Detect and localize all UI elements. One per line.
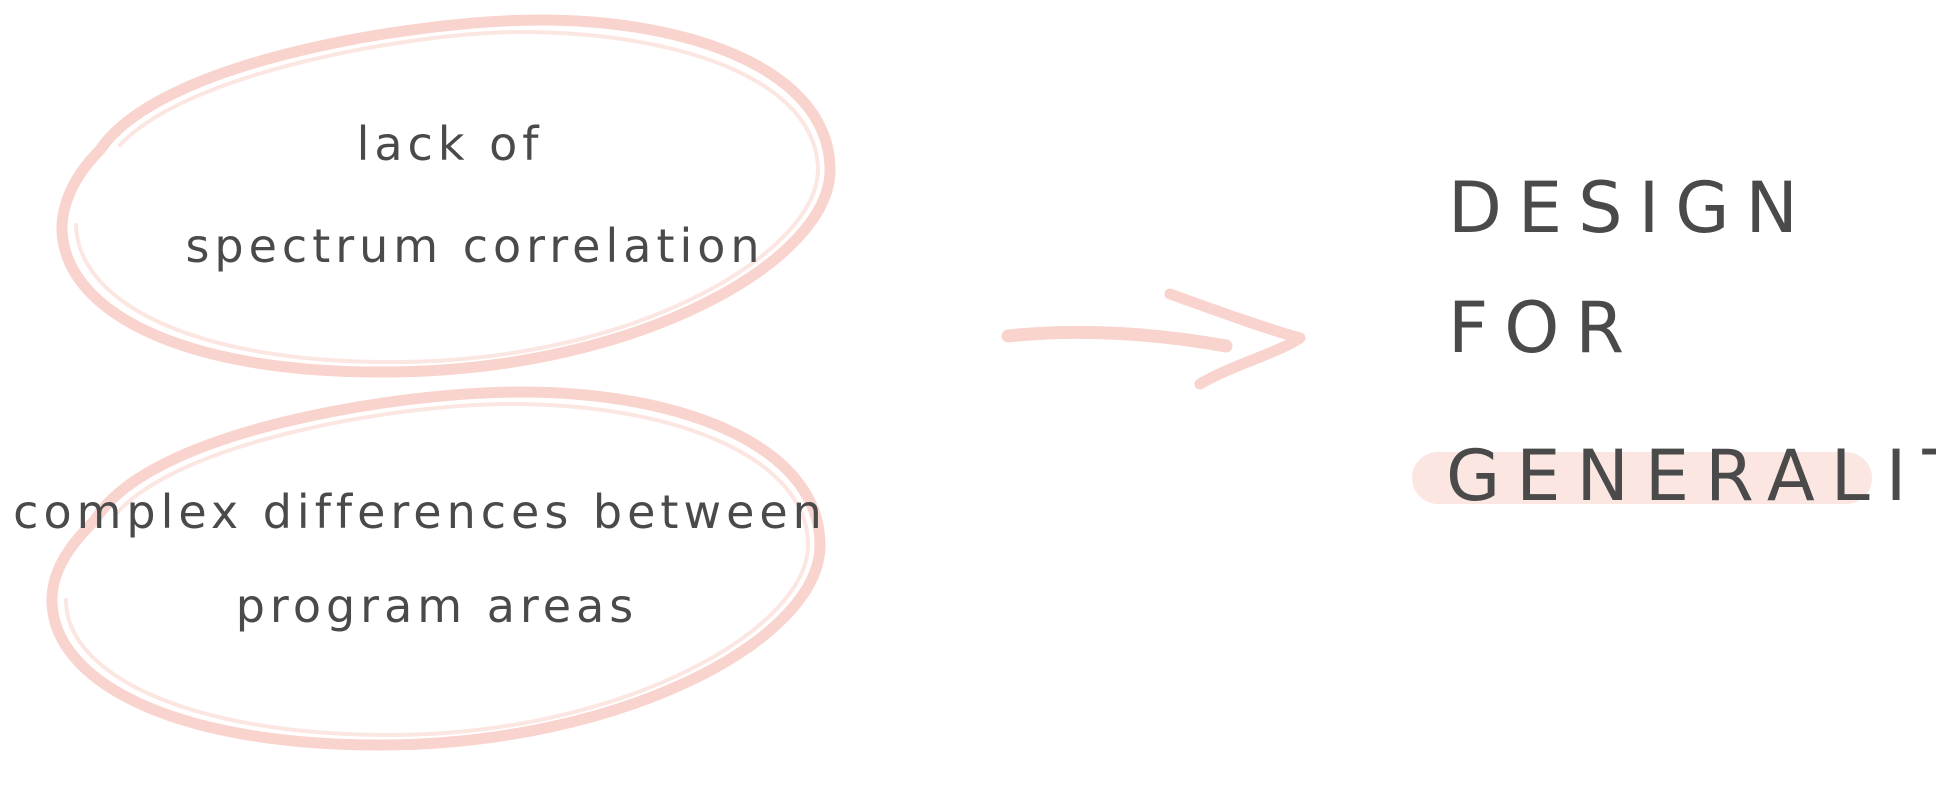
bubble-1-line-2: spectrum correlation bbox=[185, 219, 764, 273]
conclusion-line-generality: GENERALITY bbox=[1446, 435, 1936, 517]
right-arrow-icon bbox=[1001, 288, 1306, 390]
bubble-lack-of-spectrum-correlation: lack of spectrum correlation bbox=[56, 14, 836, 378]
bubble-complex-differences: complex differences between program area… bbox=[13, 386, 827, 751]
arrow-shaft bbox=[1001, 325, 1233, 353]
bubble-1-outline bbox=[56, 14, 836, 378]
conclusion-line-design: DESIGN bbox=[1448, 167, 1814, 249]
conclusion-design-for-generality: DESIGN FOR GENERALITY bbox=[1412, 167, 1936, 517]
generality-highlight bbox=[1412, 452, 1872, 504]
bubble-1-line-1: lack of bbox=[357, 117, 544, 171]
bubble-2-outline bbox=[46, 386, 826, 751]
bubble-2-inner-outline bbox=[64, 401, 811, 738]
bubble-2-line-1: complex differences between bbox=[13, 485, 827, 539]
bubble-2-line-2: program areas bbox=[236, 579, 639, 633]
conclusion-line-for: FOR bbox=[1448, 287, 1640, 369]
bubble-1-inner-outline bbox=[74, 29, 821, 365]
arrow-head bbox=[1164, 288, 1306, 390]
